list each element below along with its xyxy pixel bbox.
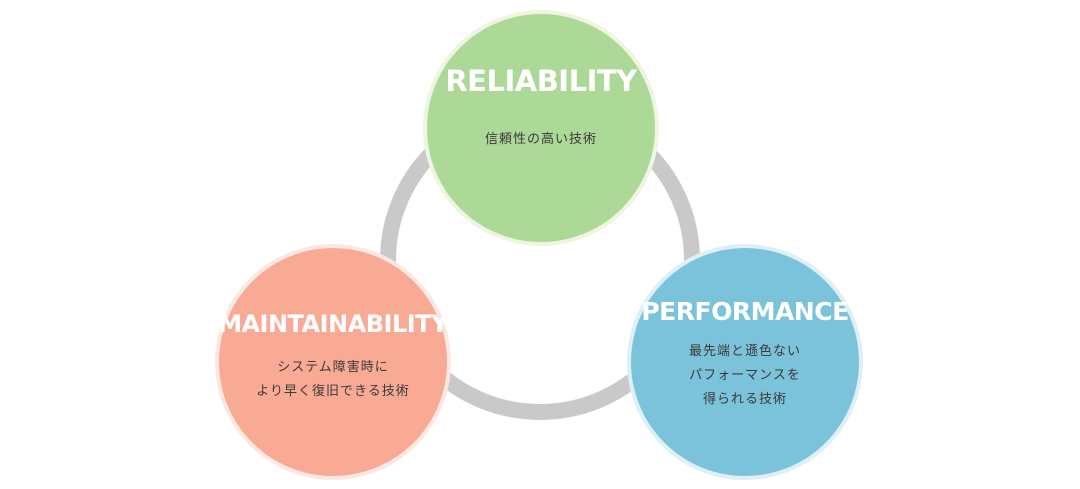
maintainability-description-line: より早く復旧できる技術 (256, 384, 410, 399)
performance-circle: PERFORMANCE 最先端と遜色ない パフォーマンスを 得られる技術 (627, 244, 863, 480)
reliability-circle: RELIABILITY 信頼性の高い技術 (423, 10, 659, 246)
reliability-title: RELIABILITY (445, 64, 637, 98)
maintainability-circle: MAINTAINABILITY システム障害時に より早く復旧できる技術 (215, 244, 451, 480)
maintainability-description-line: システム障害時に (277, 360, 389, 375)
performance-description-line: パフォーマンスを (689, 367, 801, 383)
performance-title: PERFORMANCE (641, 296, 849, 326)
maintainability-title: MAINTAINABILITY (218, 310, 448, 338)
reliability-description-line: 信頼性の高い技術 (484, 132, 597, 147)
performance-description-line: 得られる技術 (702, 391, 787, 407)
performance-description-line: 最先端と遜色ない (688, 343, 801, 359)
